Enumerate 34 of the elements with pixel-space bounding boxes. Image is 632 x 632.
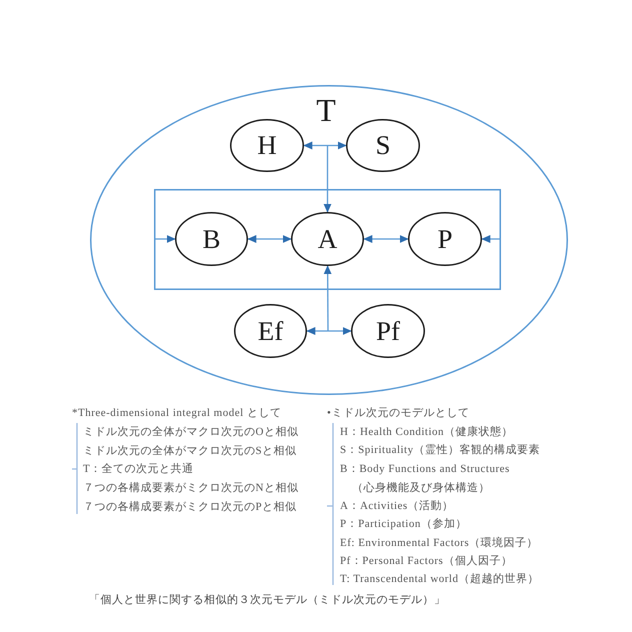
list-item: A：Activities（活動） bbox=[340, 499, 454, 514]
ellipse-node: A bbox=[291, 212, 364, 266]
ellipse-node: B bbox=[175, 212, 248, 266]
double-arrow bbox=[363, 235, 409, 243]
list-item: B：Body Functions and Structures （心身機能及び身体構造） bbox=[340, 462, 511, 496]
list-item: H：Health Condition（健康状態） bbox=[340, 424, 514, 440]
outer-ellipse bbox=[90, 85, 568, 395]
ellipse-node: P bbox=[408, 212, 482, 266]
arrow bbox=[324, 265, 332, 331]
caption: 「個人と世界に関する相似的３次元モデル（ミドル次元のモデル）」 bbox=[89, 593, 446, 608]
list-item: ミドル次元の全体がマクロ次元のSと相似 bbox=[83, 444, 297, 459]
arrow bbox=[481, 235, 500, 243]
ellipse-node: Pf bbox=[351, 304, 425, 358]
ellipse-node: H bbox=[230, 119, 304, 172]
ellipse-node: S bbox=[346, 119, 420, 172]
list-item: S：Spirituality（霊性）客観的構成要素 bbox=[340, 442, 540, 458]
list-item: ７つの各構成要素がミクロ次元のNと相似 bbox=[83, 480, 298, 496]
rectangle-frame bbox=[154, 189, 501, 290]
arrow bbox=[154, 235, 176, 243]
double-arrow bbox=[303, 142, 347, 150]
region-label: T bbox=[316, 94, 336, 126]
list-heading: •ミドル次元のモデルとして bbox=[327, 406, 470, 421]
list-item: ミドル次元の全体がマクロ次元のOと相似 bbox=[83, 425, 298, 440]
ellipse-node: Ef bbox=[234, 304, 307, 358]
list-item: T: Transcendental world（超越的世界） bbox=[340, 572, 539, 587]
list-item: P：Participation（参加） bbox=[340, 517, 467, 532]
arrow bbox=[324, 145, 332, 213]
list-heading: *Three-dimensional integral model として bbox=[72, 406, 282, 421]
double-arrow bbox=[247, 235, 292, 243]
double-arrow bbox=[306, 327, 352, 335]
list-item: Ef: Environmental Factors（環境因子） bbox=[340, 536, 538, 551]
list-item: Pf：Personal Factors（個人因子） bbox=[340, 554, 512, 569]
list-item: ７つの各構成要素がミクロ次元のPと相似 bbox=[83, 500, 297, 515]
list-item: T：全ての次元と共通 bbox=[83, 462, 194, 477]
